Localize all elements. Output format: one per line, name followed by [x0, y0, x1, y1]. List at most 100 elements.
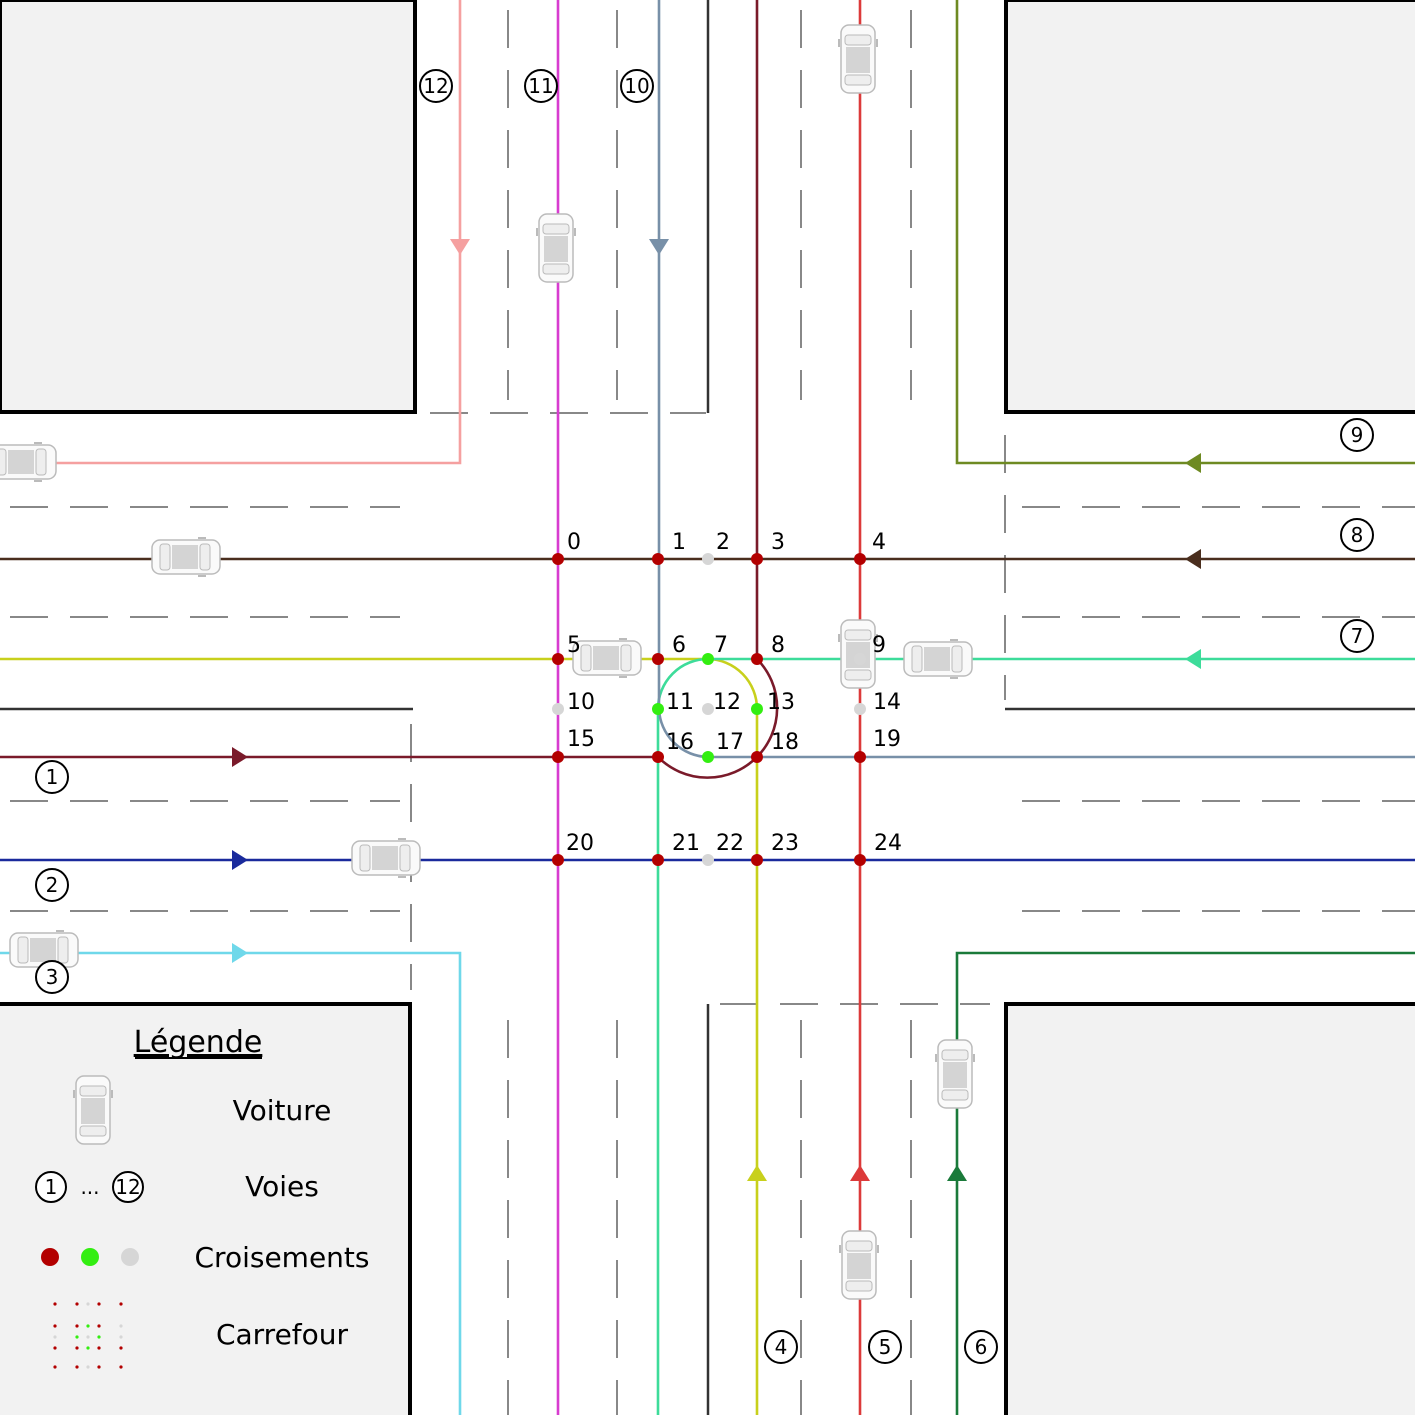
crossing-3: 3: [751, 530, 785, 565]
svg-text:6: 6: [672, 633, 686, 658]
car-11: [839, 1230, 879, 1300]
crossing-19: 19: [854, 727, 901, 763]
crossing-10: 10: [552, 690, 595, 715]
arrow-lane-2: [232, 850, 248, 870]
legend-car-icon: [73, 1075, 113, 1145]
legend-junction-dot: [53, 1365, 57, 1369]
crossing-18: 18: [751, 730, 799, 763]
svg-text:16: 16: [666, 730, 694, 755]
crossing-24: 24: [854, 831, 902, 866]
legend-junction-dot: [75, 1302, 79, 1306]
legend-junction-dot: [97, 1346, 101, 1350]
legend-junction-dot: [75, 1324, 79, 1328]
legend-junction-dot: [97, 1302, 101, 1306]
svg-text:22: 22: [716, 831, 744, 856]
svg-text:4: 4: [872, 530, 886, 555]
arrow-lane-9: [1185, 453, 1201, 473]
crossing-0: 0: [552, 530, 581, 565]
crossing-4: 4: [854, 530, 886, 565]
legend-lanes-label: Voies: [245, 1170, 319, 1203]
lane-path-9: [955, 0, 1415, 465]
arrow-lane-1: [232, 747, 248, 767]
car-5: [572, 638, 642, 678]
lane-badge-3: 3: [35, 960, 69, 994]
svg-text:23: 23: [771, 831, 799, 856]
lane-path-3: [0, 951, 462, 1415]
svg-text:1: 1: [672, 530, 686, 555]
legend-car-label: Voiture: [233, 1094, 332, 1127]
crossing-22: 22: [702, 831, 744, 866]
block-top-left: [0, 0, 417, 414]
legend-junction-dot: [86, 1324, 90, 1328]
legend-junction-dot: [119, 1324, 123, 1328]
crossing-11: 11: [652, 690, 694, 715]
legend-junction-dot: [53, 1335, 57, 1339]
legend-junction-label: Carrefour: [216, 1318, 349, 1351]
arrow-lane-12: [450, 239, 470, 255]
svg-text:3: 3: [46, 965, 59, 989]
legend-junction-dot: [53, 1302, 57, 1306]
lane-arrows: [232, 239, 1201, 1181]
svg-text:9: 9: [872, 633, 886, 658]
svg-text:21: 21: [672, 831, 700, 856]
svg-text:5: 5: [879, 1335, 892, 1359]
svg-text:11: 11: [666, 690, 694, 715]
car-10: [935, 1039, 975, 1109]
crossing-6: 6: [652, 633, 686, 665]
svg-text:12: 12: [713, 690, 741, 715]
legend-junction-dot: [75, 1335, 79, 1339]
block-top-right: [1004, 0, 1415, 414]
lane-path-12: [0, 0, 462, 465]
legend-lane-dots: ...: [80, 1175, 99, 1199]
crossing-15: 15: [552, 727, 595, 763]
legend-junction-dot: [97, 1335, 101, 1339]
svg-text:12: 12: [115, 1175, 140, 1199]
lane-badge-4: 4: [764, 1330, 798, 1364]
legend-junction-dot: [75, 1346, 79, 1350]
crossing-21: 21: [652, 831, 700, 866]
legend-crossings-label: Croisements: [195, 1241, 370, 1274]
legend-lane-last-badge: 12: [112, 1171, 144, 1203]
lane-badge-1: 1: [35, 760, 69, 794]
lane-badge-12: 12: [419, 69, 453, 103]
arrow-lane-6: [947, 1165, 967, 1181]
arrow-lane-8: [1185, 549, 1201, 569]
legend-junction-dot: [97, 1324, 101, 1328]
svg-text:8: 8: [1351, 523, 1364, 547]
crossing-1: 1: [652, 530, 686, 565]
arrow-lane-5: [850, 1165, 870, 1181]
block-bottom-left: [0, 1002, 412, 1415]
arrow-lane-10: [649, 239, 669, 255]
svg-text:3: 3: [771, 530, 785, 555]
arrow-lane-7: [1185, 649, 1201, 669]
car-7: [903, 639, 973, 679]
svg-text:9: 9: [1351, 423, 1364, 447]
legend-junction-dot: [53, 1324, 57, 1328]
lane-badge-6: 6: [964, 1330, 998, 1364]
lane-badge-11: 11: [524, 69, 558, 103]
crossing-20: 20: [552, 831, 594, 866]
car-4: [151, 537, 221, 577]
arrow-lane-4: [747, 1165, 767, 1181]
svg-text:1: 1: [45, 1175, 58, 1199]
svg-text:7: 7: [714, 633, 728, 658]
block-bottom-right: [1004, 1002, 1415, 1415]
svg-text:5: 5: [567, 633, 581, 658]
legend-junction-dot: [53, 1346, 57, 1350]
legend-junction-dot: [119, 1346, 123, 1350]
svg-text:6: 6: [975, 1335, 988, 1359]
car-2: [536, 213, 576, 283]
svg-text:11: 11: [528, 74, 553, 98]
crossing-8: 8: [751, 633, 785, 665]
crossing-23: 23: [751, 831, 799, 866]
svg-text:7: 7: [1351, 624, 1364, 648]
crossing-13: 13: [751, 690, 795, 715]
lane-badge-10: 10: [620, 69, 654, 103]
legend-junction-dot: [119, 1365, 123, 1369]
crossing-17: 17: [702, 730, 744, 763]
legend-junction-dot: [86, 1302, 90, 1306]
